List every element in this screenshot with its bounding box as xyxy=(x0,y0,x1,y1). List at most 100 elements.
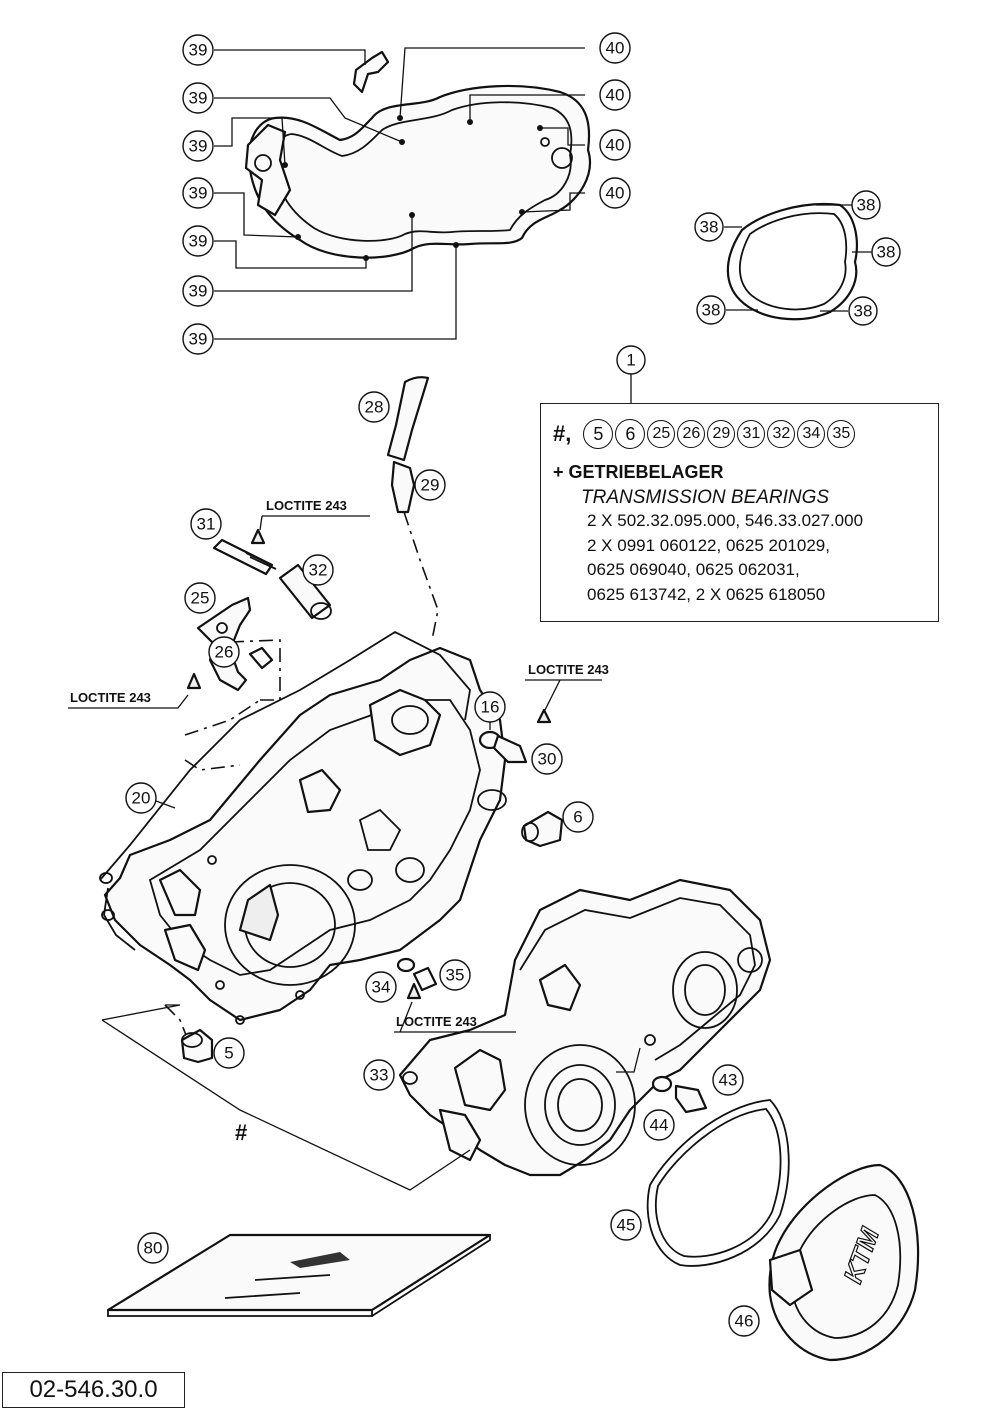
svg-text:38: 38 xyxy=(854,302,873,321)
kit-item: 26 xyxy=(677,420,706,448)
callout-6: 6 xyxy=(562,801,594,833)
loctite-label-bottom: LOCTITE 243 xyxy=(396,1014,477,1029)
left-crankcase xyxy=(103,646,507,1025)
svg-text:44: 44 xyxy=(650,1116,669,1135)
part-number-line: 0625 069040, 0625 062031, xyxy=(587,560,800,579)
callout-46: 46 xyxy=(728,1305,760,1337)
svg-text:38: 38 xyxy=(877,243,896,262)
svg-text:30: 30 xyxy=(538,750,557,769)
callout-20: 20 xyxy=(125,782,157,814)
screw-34-35 xyxy=(396,957,438,1000)
part-number-line: 2 X 502.32.095.000, 546.33.027.000 xyxy=(587,511,864,530)
kit-item: 34 xyxy=(797,420,826,448)
svg-text:80: 80 xyxy=(144,1239,163,1258)
washer-and-bolt xyxy=(651,1075,708,1114)
hash-label: # xyxy=(235,1120,247,1145)
ignition-cover: KTM xyxy=(768,1163,920,1362)
svg-text:34: 34 xyxy=(372,978,391,997)
callout-38-1: 38 xyxy=(694,212,724,242)
svg-text:45: 45 xyxy=(617,1216,636,1235)
kit-contents-row: #, 5 6 25 26 29 31 32 34 35 xyxy=(553,418,938,450)
svg-text:28: 28 xyxy=(365,398,384,417)
callout-30: 30 xyxy=(531,743,563,775)
bearing-6 xyxy=(521,810,564,848)
callout-34: 34 xyxy=(365,971,397,1003)
svg-text:39: 39 xyxy=(189,232,208,251)
svg-text:32: 32 xyxy=(309,561,328,580)
svg-text:33: 33 xyxy=(370,1066,389,1085)
svg-text:39: 39 xyxy=(189,137,208,156)
kit-item: 31 xyxy=(737,420,766,448)
hash-bracket-lines: # xyxy=(101,699,471,1191)
callout-40-2: 40 xyxy=(599,79,631,111)
ignition-gasket xyxy=(724,203,872,321)
bearing-5 xyxy=(164,1004,214,1064)
callout-40-1: 40 xyxy=(599,32,631,64)
right-crankcase xyxy=(398,878,772,1177)
screw-and-sleeve xyxy=(212,528,332,620)
callout-38-2: 38 xyxy=(851,190,881,220)
svg-text:38: 38 xyxy=(700,218,719,237)
callout-35: 35 xyxy=(439,959,471,991)
svg-text:39: 39 xyxy=(189,41,208,60)
callout-33: 33 xyxy=(363,1059,395,1091)
svg-text:39: 39 xyxy=(189,282,208,301)
callout-43: 43 xyxy=(712,1064,744,1096)
callout-39-6: 39 xyxy=(182,275,214,307)
loctite-label-right: LOCTITE 243 xyxy=(528,662,609,677)
loctite-label-top: LOCTITE 243 xyxy=(266,498,347,513)
svg-text:39: 39 xyxy=(189,184,208,203)
callout-26: 26 xyxy=(208,636,240,668)
loctite-labels: LOCTITE 243 LOCTITE 243 LOCTITE 243 LOCT… xyxy=(68,498,609,1033)
callout-39-4: 39 xyxy=(182,177,214,209)
svg-text:46: 46 xyxy=(735,1312,754,1331)
breather-hose xyxy=(386,376,439,641)
callout-32: 32 xyxy=(302,554,334,586)
svg-text:6: 6 xyxy=(573,808,582,827)
callout-38-5: 38 xyxy=(848,296,878,326)
svg-text:26: 26 xyxy=(215,643,234,662)
svg-text:38: 38 xyxy=(857,196,876,215)
callout-80: 80 xyxy=(137,1232,169,1264)
callout-39-3: 39 xyxy=(182,130,214,162)
svg-text:39: 39 xyxy=(189,89,208,108)
part-number-line: 2 X 0991 060122, 0625 201029, xyxy=(587,535,830,555)
kit-hash-label: #, xyxy=(553,421,572,446)
callout-45: 45 xyxy=(610,1209,642,1241)
callout-28: 28 xyxy=(358,391,390,423)
svg-text:1: 1 xyxy=(626,351,635,370)
callout-16: 16 xyxy=(474,691,506,723)
callout-38-3: 38 xyxy=(871,237,901,267)
callout-29: 29 xyxy=(414,469,446,501)
callout-39-5: 39 xyxy=(182,225,214,257)
svg-text:40: 40 xyxy=(606,39,625,58)
callout-39-1: 39 xyxy=(182,34,214,66)
cover-gasket-45 xyxy=(646,1099,790,1267)
callout-1: 1 xyxy=(616,345,646,375)
svg-text:16: 16 xyxy=(481,698,500,717)
kit-item: 25 xyxy=(647,420,676,448)
callout-38-4: 38 xyxy=(696,295,726,325)
svg-text:20: 20 xyxy=(132,789,151,808)
kit-item: 35 xyxy=(827,420,856,448)
callout-44: 44 xyxy=(643,1109,675,1141)
instruction-booklet xyxy=(106,1233,492,1317)
kit-title-de: + GETRIEBELAGER xyxy=(553,462,724,482)
case-gasket xyxy=(99,630,471,951)
loctite-label-left: LOCTITE 243 xyxy=(70,690,151,705)
kit-item: 32 xyxy=(767,420,796,448)
kit-item: 29 xyxy=(707,420,736,448)
svg-text:29: 29 xyxy=(421,476,440,495)
callout-39-2: 39 xyxy=(182,82,214,114)
svg-text:43: 43 xyxy=(719,1071,738,1090)
svg-text:40: 40 xyxy=(606,136,625,155)
document-number: 02-546.30.0 xyxy=(2,1372,185,1408)
callout-40-3: 40 xyxy=(599,129,631,161)
svg-text:38: 38 xyxy=(702,301,721,320)
svg-text:5: 5 xyxy=(224,1044,233,1063)
svg-text:39: 39 xyxy=(189,330,208,349)
callout-25: 25 xyxy=(184,582,216,614)
svg-text:40: 40 xyxy=(606,86,625,105)
kit-title-en: TRANSMISSION BEARINGS xyxy=(581,487,830,508)
